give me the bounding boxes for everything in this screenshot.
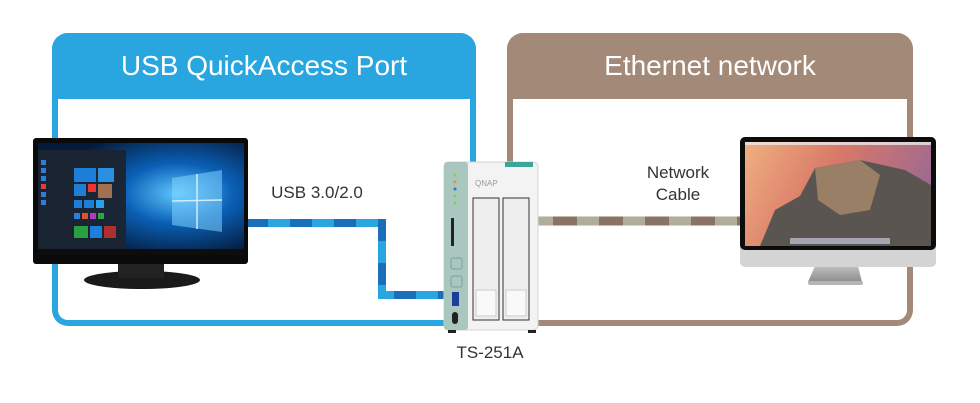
windows-monitor-icon (33, 138, 248, 289)
nas-brand-logo: QNAP (475, 179, 498, 188)
nas-device-icon: QNAP (443, 161, 539, 333)
network-cable-label: Network Cable (628, 162, 728, 206)
usb-cable-label: USB 3.0/2.0 (271, 183, 363, 202)
usb-cable (246, 219, 447, 299)
network-cable-label-line1: Network (646, 163, 710, 182)
ethernet-section-title: Ethernet network (604, 50, 816, 81)
imac-icon (740, 137, 936, 285)
ethernet-section-header: Ethernet network (507, 33, 913, 99)
usb-section-header: USB QuickAccess Port (52, 33, 476, 99)
usb-section-title: USB QuickAccess Port (120, 50, 408, 81)
network-cable-label-line2: Cable (655, 185, 701, 204)
nas-model-label: TS-251A (456, 343, 524, 362)
